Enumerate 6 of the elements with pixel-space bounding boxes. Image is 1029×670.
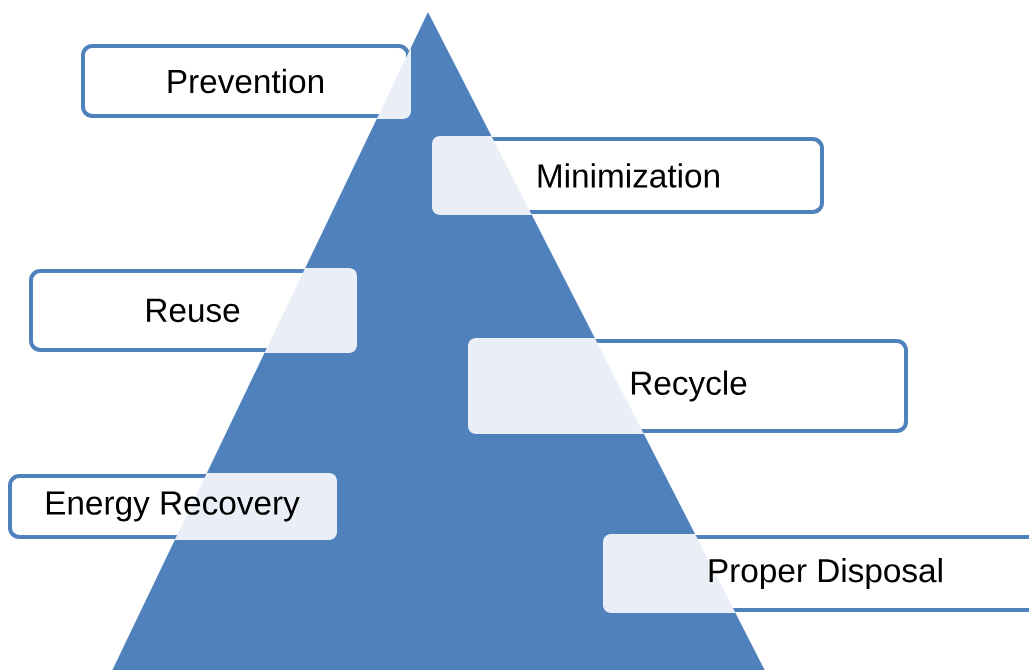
label-box: Recycle xyxy=(468,338,908,434)
label-box: Proper Disposal xyxy=(603,534,1029,613)
label-box: Reuse xyxy=(29,268,357,353)
label-box: Energy Recovery xyxy=(8,473,337,540)
label-box: Prevention xyxy=(81,43,411,119)
label-box: Minimization xyxy=(432,136,824,215)
